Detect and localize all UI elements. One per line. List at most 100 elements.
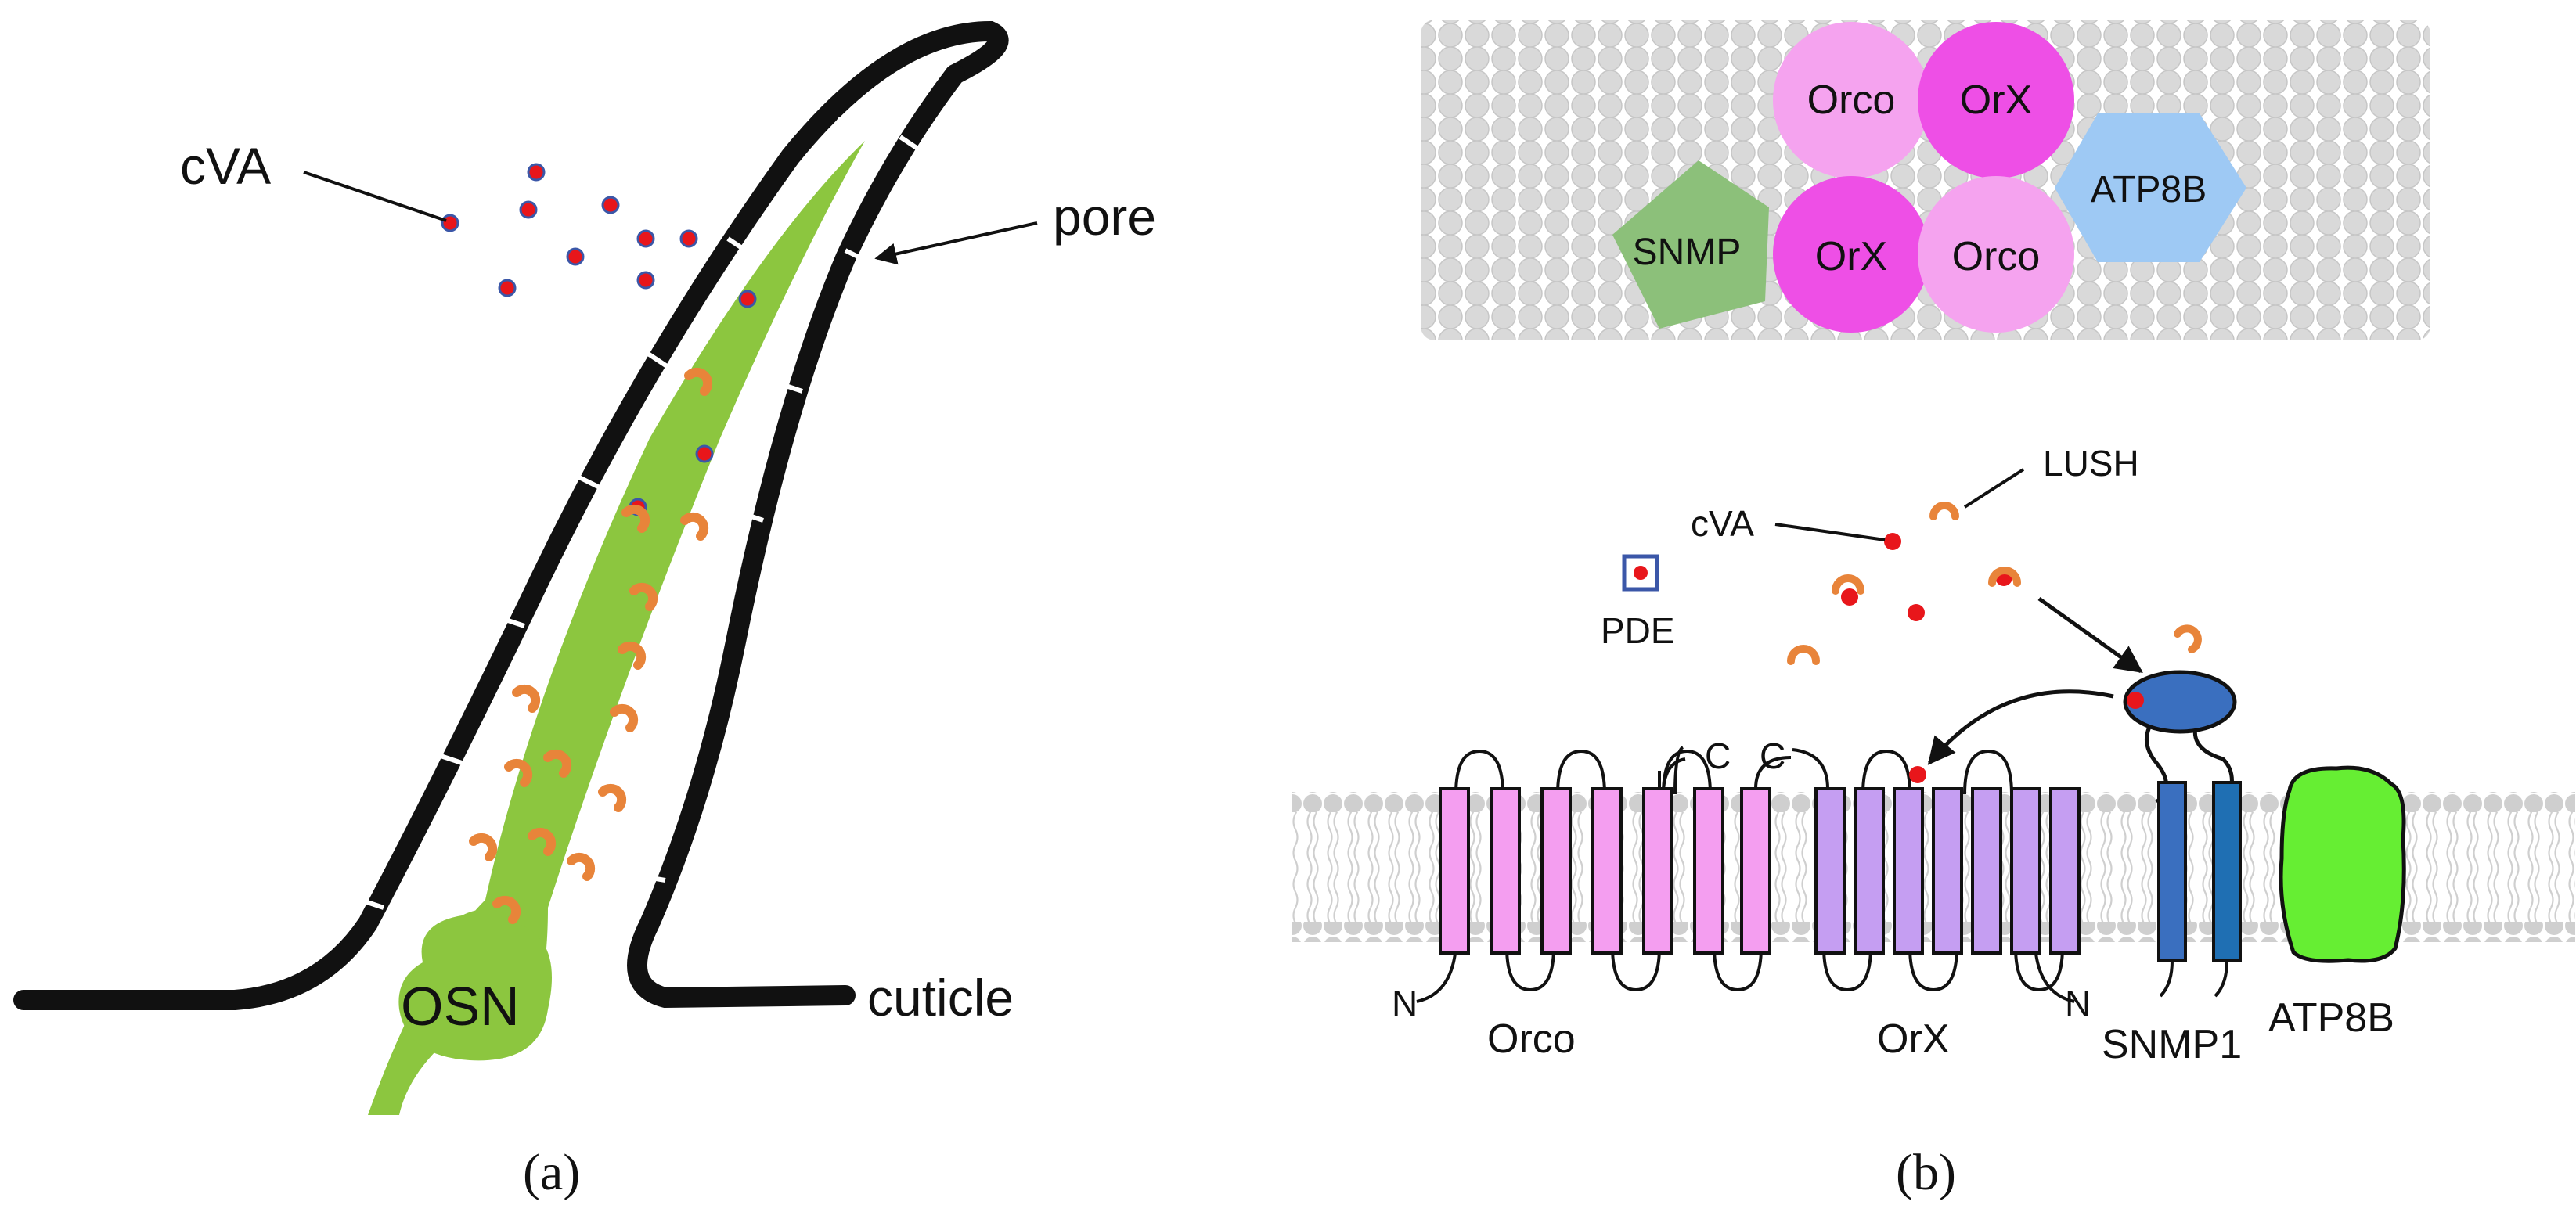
orx-c-terminus-label: C	[1760, 736, 1785, 776]
cva-molecules-a	[441, 163, 757, 516]
lush-protein	[610, 703, 639, 732]
caption-a: (a)	[523, 1144, 580, 1201]
orx-side-label: OrX	[1877, 1016, 1949, 1062]
orx-tm-helix	[1971, 787, 2002, 955]
cva-dot	[636, 271, 655, 290]
orco-n-terminus-label: N	[1392, 983, 1418, 1023]
cva-leader-a	[303, 171, 447, 222]
orx-top-label-1: OrX	[1960, 77, 2032, 123]
snmp1-ectodomain	[2123, 670, 2237, 734]
orco-side-label: Orco	[1487, 1016, 1576, 1062]
osn-dendrite	[368, 141, 865, 1115]
pore-leader	[874, 221, 1038, 265]
cva-dot	[1884, 533, 1901, 550]
orx-n-terminus-label: N	[2065, 983, 2091, 1023]
osn-label: OSN	[401, 976, 520, 1037]
orco-tm-helix	[1642, 787, 1673, 955]
snmp-top	[1612, 160, 1769, 329]
lush-protein	[598, 783, 627, 812]
lush-protein	[684, 367, 713, 396]
lush-protein	[629, 582, 658, 611]
cva-dot	[679, 229, 698, 248]
orx-tm-helix	[1893, 787, 1924, 955]
cva-bound-orx	[1909, 766, 1926, 783]
lush-protein	[680, 512, 709, 541]
cva-dot	[519, 200, 538, 219]
orx-tm-helix	[1932, 787, 1963, 955]
osn-soma	[398, 909, 552, 1061]
lush-protein	[492, 895, 521, 924]
lush-protein	[1988, 567, 2021, 587]
cva-dot	[695, 444, 714, 463]
panel-b: Orco OrX OrX Orco ATP8B SNMP	[1292, 20, 2575, 1201]
pde-dot	[1634, 566, 1648, 580]
lush-protein	[504, 758, 533, 787]
caption-b: (b)	[1896, 1144, 1956, 1201]
orco-tm-helix	[1540, 787, 1572, 955]
snmp1-tm-1	[2157, 781, 2187, 962]
orx-tm-helix	[2049, 787, 2081, 955]
orx-top-label-2: OrX	[1815, 234, 1887, 279]
cva-dot	[527, 163, 546, 182]
orco-tm-helix	[1490, 787, 1521, 955]
cva-dot	[1841, 588, 1858, 606]
lush-to-snmp1-arrow	[2037, 596, 2143, 674]
orco-top-label-1: Orco	[1807, 77, 1896, 123]
atp8b-side-label: ATP8B	[2268, 995, 2394, 1041]
orco-top-2	[1918, 176, 2074, 333]
cva-label-a: cVA	[180, 137, 271, 195]
lush-proteins-b	[1787, 502, 2202, 665]
pore-gaps	[359, 117, 925, 910]
pde-box	[1622, 554, 1659, 592]
snmp1-to-orx-arrow	[1927, 689, 2114, 765]
lush-protein	[2174, 624, 2202, 653]
orx-receptor	[1792, 748, 2081, 1003]
snmp-top-label: SNMP	[1633, 232, 1742, 273]
orco-tm-helix	[1740, 787, 1771, 955]
lush-protein	[1787, 645, 1820, 665]
snmp1	[2123, 670, 2242, 998]
atp8b-top	[2055, 113, 2246, 262]
snmp1-label: SNMP1	[2102, 1022, 2242, 1067]
cva-dot	[601, 196, 620, 214]
cva-dot	[738, 290, 757, 308]
cva-bound-snmp1	[2127, 692, 2144, 709]
pde-label: PDE	[1601, 610, 1675, 651]
lush-protein	[618, 641, 647, 670]
lush-label: LUSH	[2043, 443, 2139, 484]
cuticle-inner	[627, 64, 965, 1009]
orco-tm-helix	[1693, 787, 1724, 955]
lush-protein	[567, 852, 596, 881]
orco-c-terminus-label: C	[1705, 736, 1731, 776]
atp8b-side	[2279, 765, 2406, 963]
orco-tm-helix	[1439, 787, 1470, 955]
cuticle-label: cuticle	[867, 969, 1014, 1027]
lush-protein	[621, 504, 650, 533]
snmp1-tm-2	[2212, 781, 2242, 962]
lush-protein	[1929, 502, 1959, 520]
cuticle-outer	[13, 20, 1009, 1010]
lush-proteins-a	[469, 367, 713, 924]
orco-top-label-2: Orco	[1952, 234, 2041, 279]
cva-leader-b	[1774, 523, 1886, 541]
lush-protein	[543, 749, 572, 778]
cva-molecules-b	[1841, 533, 2012, 621]
lush-leader	[1963, 468, 2025, 509]
orx-top-2	[1773, 176, 1929, 333]
orco-tm-helix	[1591, 787, 1623, 955]
orx-top-1	[1918, 22, 2074, 178]
lush-protein	[512, 684, 541, 713]
orx-tm-helix	[1814, 787, 1846, 955]
cva-label-b: cVA	[1691, 503, 1754, 544]
cva-dot	[1908, 604, 1925, 621]
cva-dot	[636, 229, 655, 248]
lush-protein	[469, 833, 498, 861]
orx-tm-helix	[1854, 787, 1885, 955]
atp8b-top-label: ATP8B	[2091, 169, 2207, 210]
lush-protein	[1832, 574, 1864, 595]
cva-dot	[566, 247, 585, 266]
orco-receptor	[1416, 746, 1792, 1003]
orx-tm-helix	[2010, 787, 2041, 955]
orco-top-1	[1773, 22, 1929, 178]
